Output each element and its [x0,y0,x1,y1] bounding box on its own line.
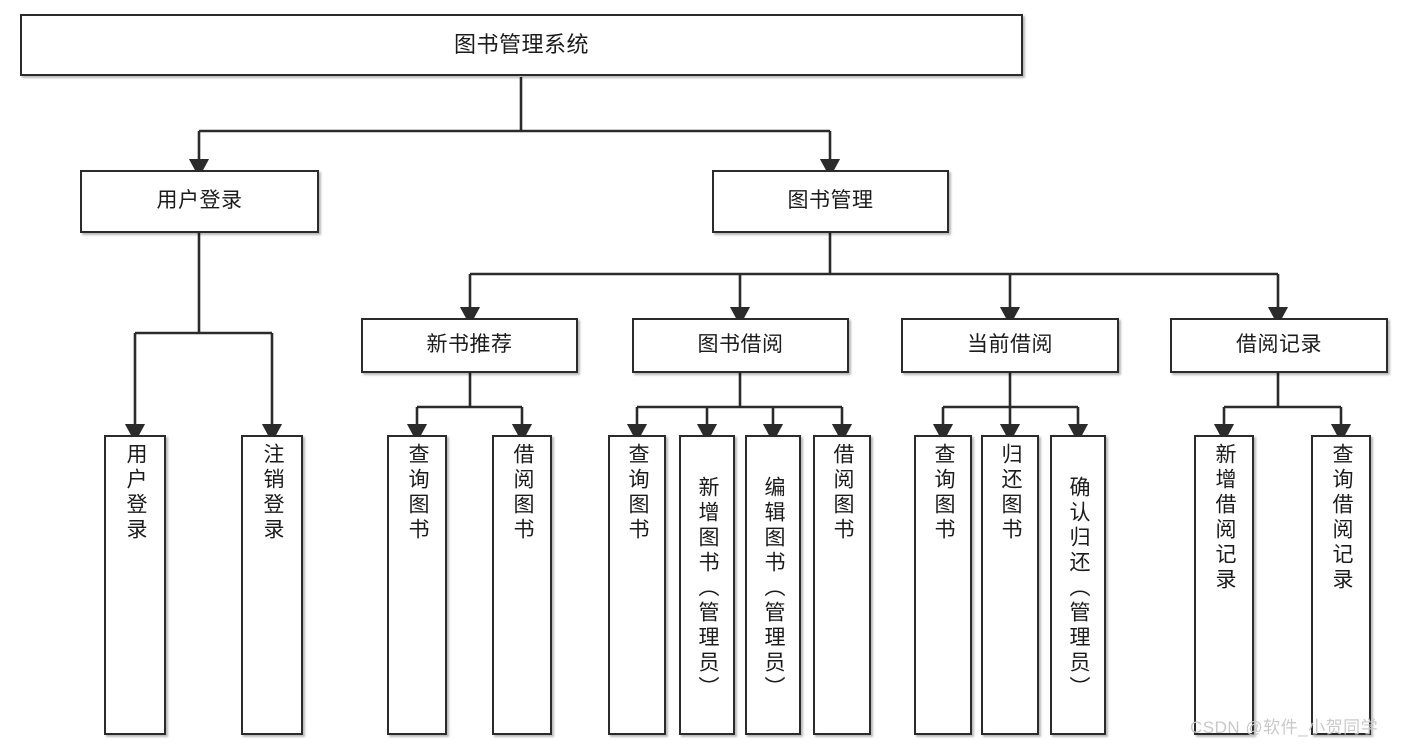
node-label: 注销登录 [261,443,285,543]
node-label: 新增图书（管理员） [696,475,720,701]
leaf-add-book-admin[interactable]: 新增图书（管理员） [679,435,735,735]
leaf-query-books-current[interactable]: 查询图书 [914,435,972,735]
leaf-return-books[interactable]: 归还图书 [981,435,1039,735]
leaf-logout[interactable]: 注销登录 [241,435,303,735]
node-borrowing-records[interactable]: 借阅记录 [1170,318,1388,373]
leaf-borrow-books[interactable]: 借阅图书 [813,435,871,735]
node-label: 编辑图书（管理员） [762,475,786,701]
node-label: 确认归还（管理员） [1067,475,1091,701]
node-label: 图书管理 [787,189,874,213]
node-label: 借阅图书 [511,443,535,543]
leaf-user-login[interactable]: 用户登录 [104,435,166,735]
node-root-book-management-system[interactable]: 图书管理系统 [20,14,1023,76]
leaf-query-books-borrow[interactable]: 查询图书 [608,435,666,735]
leaf-confirm-return-admin[interactable]: 确认归还（管理员） [1050,435,1106,735]
leaf-edit-book-admin[interactable]: 编辑图书（管理员） [745,435,801,735]
node-book-management[interactable]: 图书管理 [712,170,949,233]
node-label: 查询借阅记录 [1330,443,1354,593]
leaf-query-borrow-record[interactable]: 查询借阅记录 [1311,435,1371,735]
node-label: 查询图书 [932,443,956,543]
node-current-borrowing[interactable]: 当前借阅 [901,318,1119,373]
node-label: 图书借阅 [697,333,784,357]
leaf-add-borrow-record[interactable]: 新增借阅记录 [1194,435,1254,735]
csdn-watermark: CSDN @软件_小贺同学 [1190,718,1379,737]
node-label: 用户登录 [156,189,243,213]
node-label: 查询图书 [406,443,430,543]
node-label: 借阅图书 [831,443,855,543]
node-label: 用户登录 [124,443,148,543]
leaf-borrow-books-recommend[interactable]: 借阅图书 [492,435,552,735]
node-label: 图书管理系统 [453,32,589,58]
node-new-book-recommendation[interactable]: 新书推荐 [361,318,578,373]
node-label: 借阅记录 [1236,333,1322,357]
leaf-query-books-recommend[interactable]: 查询图书 [387,435,447,735]
node-book-borrowing[interactable]: 图书借阅 [632,318,849,373]
node-label: 查询图书 [626,443,650,543]
node-label: 当前借阅 [967,333,1053,357]
node-label: 归还图书 [999,443,1023,543]
node-label: 新书推荐 [426,333,513,357]
node-user-login[interactable]: 用户登录 [80,170,319,233]
node-label: 新增借阅记录 [1213,443,1237,593]
